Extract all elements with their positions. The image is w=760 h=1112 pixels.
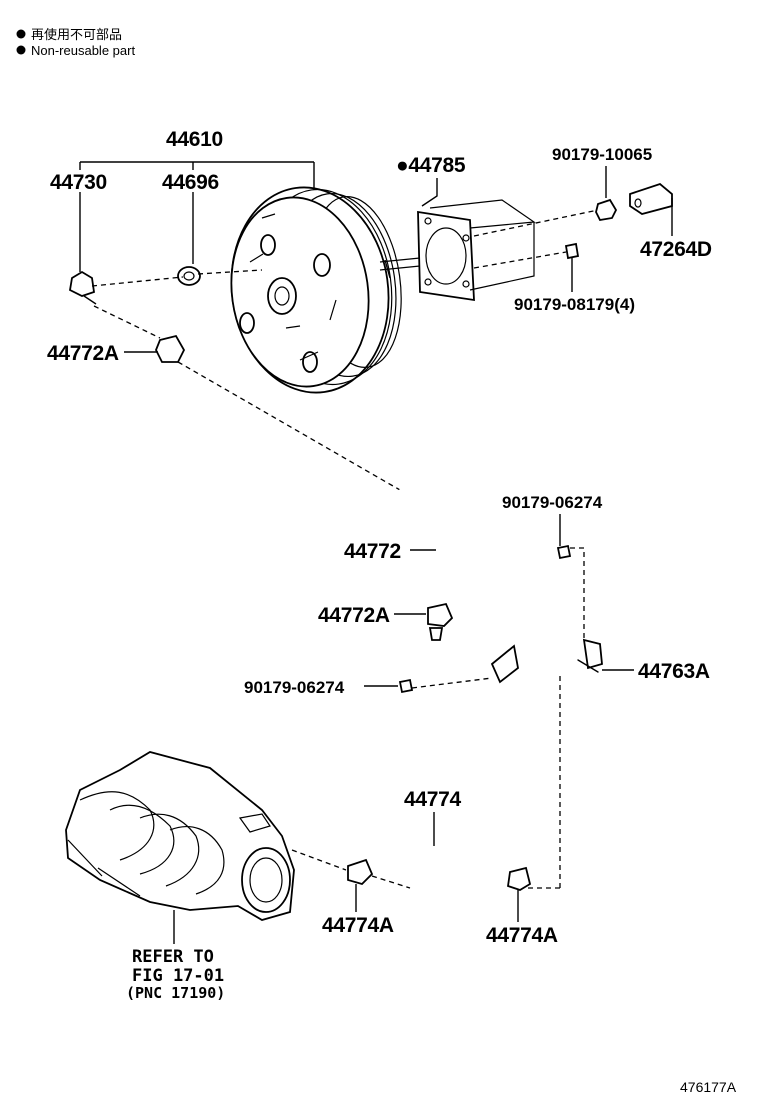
refer-line-2: FIG 17-01 bbox=[132, 966, 224, 986]
gasket-illustration bbox=[417, 199, 599, 302]
refer-note: REFER TO FIG 17-01 (PNC 17190) bbox=[126, 947, 225, 1002]
brake-booster-illustration bbox=[230, 186, 421, 394]
label-nut-right: 90179-06274 bbox=[502, 493, 603, 512]
valve-grommet-illustration bbox=[69, 266, 401, 491]
label-clip-lower-right: 44774A bbox=[486, 924, 558, 947]
refer-line-3: (PNC 17190) bbox=[126, 984, 225, 1002]
label-hose-upper: 44772 bbox=[344, 540, 401, 563]
figure-id: 476177A bbox=[680, 1079, 737, 1095]
legend-ja: 再使用不可部品 bbox=[31, 27, 122, 42]
refer-line-1: REFER TO bbox=[132, 947, 214, 967]
label-nut-top: 90179-10065 bbox=[552, 145, 652, 164]
leader-lines bbox=[79, 161, 673, 944]
hose-lower-illustration bbox=[291, 838, 532, 893]
hose-upper-illustration bbox=[396, 488, 454, 627]
bullet-icon bbox=[16, 29, 26, 39]
label-gasket: ●44785 bbox=[396, 154, 466, 177]
intake-manifold-illustration bbox=[65, 751, 295, 921]
label-union: 44763A bbox=[638, 660, 710, 683]
label-clip-mid: 44772A bbox=[318, 604, 390, 627]
label-hose-lower: 44774 bbox=[404, 788, 462, 811]
hardware-top-right bbox=[564, 182, 673, 260]
label-nut-left: 90179-06274 bbox=[244, 678, 345, 697]
vacuum-pipe-illustration bbox=[398, 544, 603, 889]
legend: 再使用不可部品 Non-reusable part bbox=[16, 27, 135, 58]
label-check-valve: 44730 bbox=[50, 171, 107, 194]
label-nut-mount: 90179-08179(4) bbox=[514, 295, 635, 314]
legend-en: Non-reusable part bbox=[31, 43, 135, 58]
label-clip-lower-left: 44774A bbox=[322, 914, 394, 937]
label-grommet: 44696 bbox=[162, 171, 219, 194]
label-clip-upper: 44772A bbox=[47, 342, 119, 365]
bullet-icon bbox=[16, 45, 26, 55]
label-clevis: 47264D bbox=[640, 238, 712, 261]
label-booster-assy: 44610 bbox=[166, 128, 223, 151]
